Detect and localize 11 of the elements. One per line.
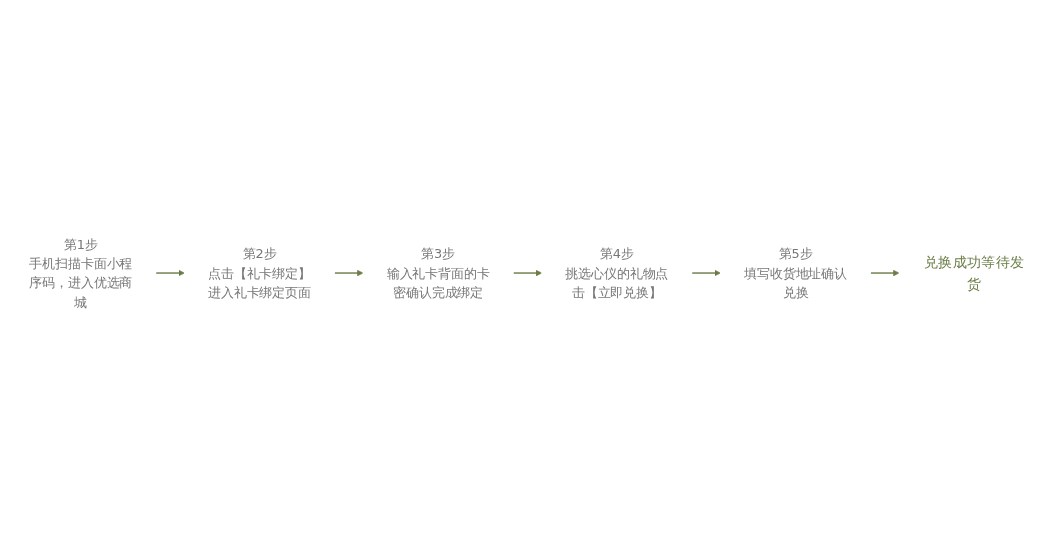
node-text: 第5步 填写收货地址确认兑换	[744, 246, 847, 301]
node-text: 第1步 手机扫描卡面小程序码，进入优选商城	[29, 237, 133, 310]
arrow	[512, 270, 543, 277]
arrow	[869, 270, 900, 277]
node-text: 兑换成功等待发货	[924, 254, 1025, 293]
node-text: 第3步 输入礼卡背面的卡密确认完成绑定	[386, 246, 490, 301]
arrow	[155, 270, 185, 277]
node-text: 第2步 点击【礼卡绑定】进入礼卡绑定页面	[208, 246, 311, 301]
arrow	[333, 270, 364, 277]
node-text: 第4步 挑选心仪的礼物点击【立即兑换】	[565, 246, 669, 301]
arrow	[691, 270, 721, 277]
